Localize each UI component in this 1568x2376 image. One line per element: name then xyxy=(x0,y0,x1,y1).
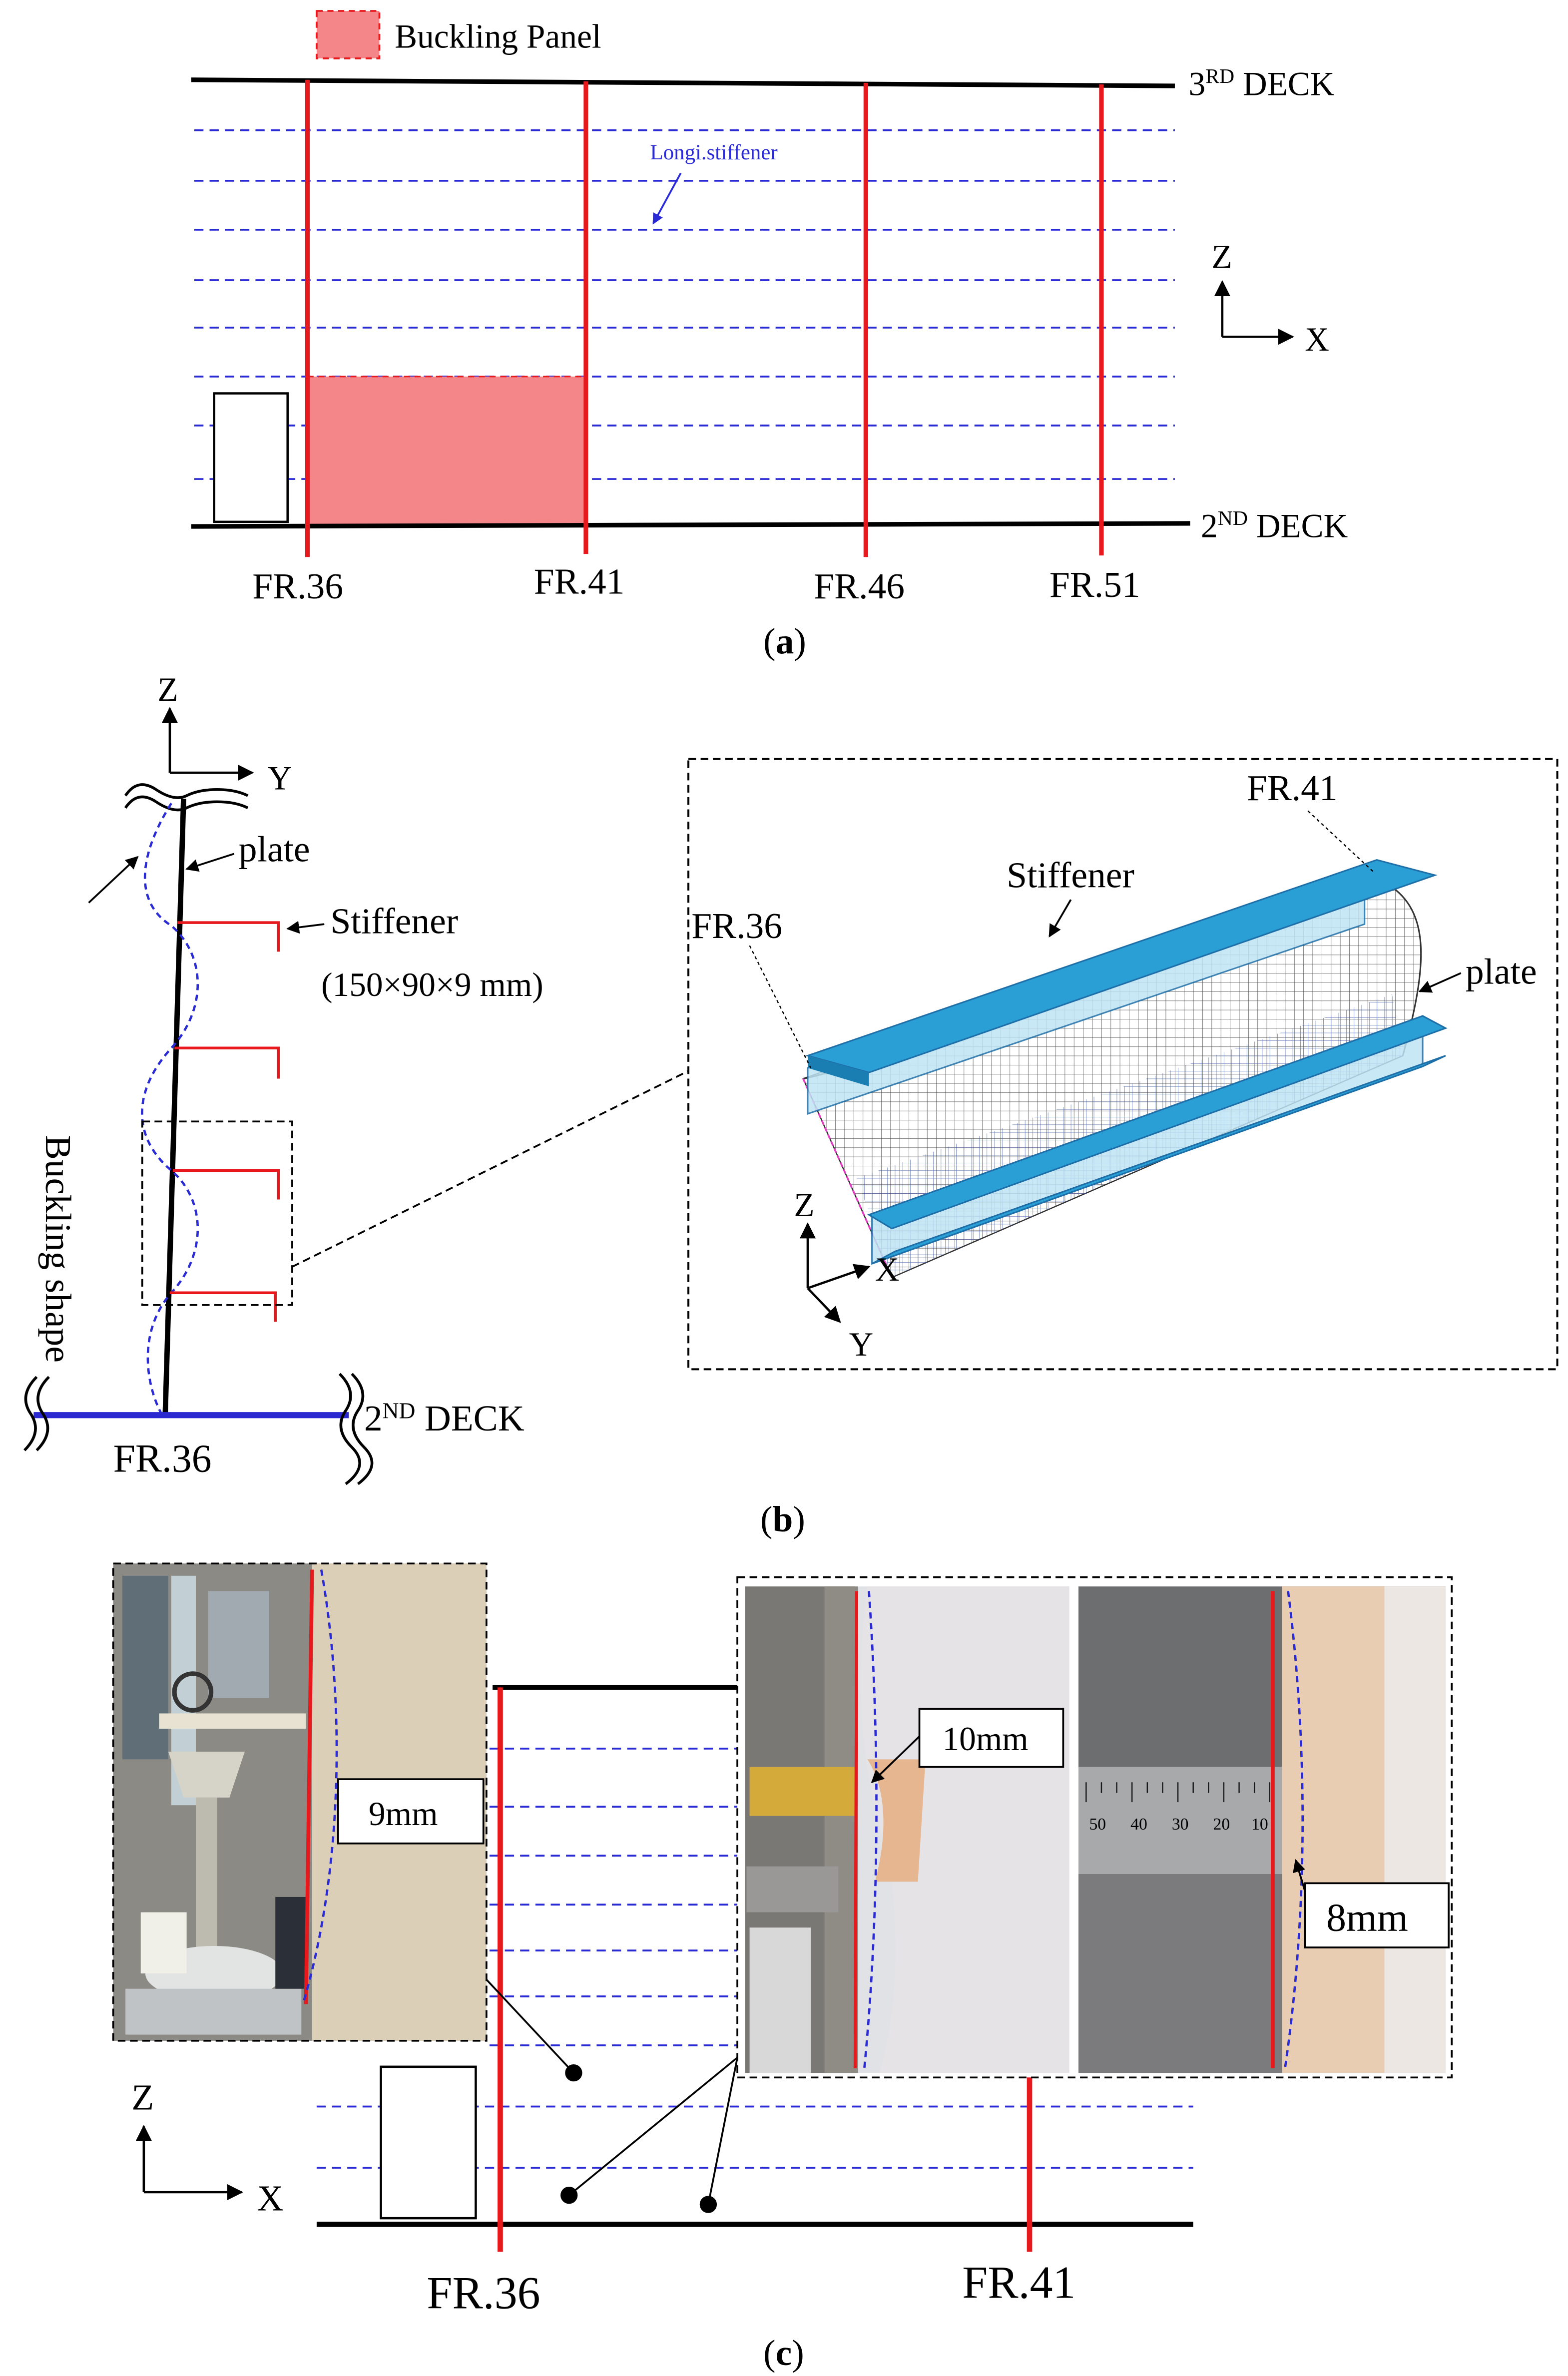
frame-label-c-41: FR.41 xyxy=(962,2257,1075,2308)
inset-axis-y: Y xyxy=(849,1326,874,1363)
opening-rect xyxy=(213,392,289,523)
break-mark-top xyxy=(124,783,249,799)
third-deck-label: 3RD DECK xyxy=(1189,65,1335,102)
panel-a: Buckling Panel 3RD DECK 2ND DECK xyxy=(191,10,1348,661)
opening-rect-c xyxy=(380,2065,477,2220)
buckling-shape xyxy=(141,803,199,1416)
frame-label-a-51: FR.51 xyxy=(1049,564,1140,605)
stiffener-bottom-3d xyxy=(867,1015,1448,1265)
legend-label: Buckling Panel xyxy=(395,17,601,55)
frame-label-c-36: FR.36 xyxy=(427,2268,540,2319)
stiffener-leader-b xyxy=(286,921,325,934)
ruler-ticks xyxy=(1085,1782,1271,1803)
inset-axis-x: X xyxy=(875,1251,900,1288)
panel-b: Z Y plate Stiffener (150×90×9 mm xyxy=(23,671,1559,1539)
measure-label-2: 10mm xyxy=(942,1720,1028,1758)
frame-label-b: FR.36 xyxy=(113,1437,212,1481)
zoom-leader xyxy=(292,1070,689,1268)
frame-label-a-41: FR.41 xyxy=(534,561,625,602)
ruler-mark-20: 20 xyxy=(1213,1815,1230,1834)
caption-c: (c) xyxy=(763,2333,804,2373)
break-mark-right xyxy=(338,1373,361,1485)
legend-swatch xyxy=(316,10,381,59)
second-deck-label: 2ND DECK xyxy=(1201,507,1348,544)
longitudinal-stiffeners xyxy=(194,129,1175,480)
inset-plate-label: plate xyxy=(1466,951,1537,992)
location-pointers xyxy=(486,1979,738,2213)
stiffener-leader-a xyxy=(652,172,682,225)
stiffener-top-3d xyxy=(805,859,1438,1115)
inset-fr36: FR.36 xyxy=(691,906,782,946)
stiffeners-b xyxy=(169,921,280,1322)
axis-b: Z Y xyxy=(157,671,292,797)
buckling-panel xyxy=(307,376,587,527)
caption-b: (b) xyxy=(760,1499,805,1539)
measure-box-2 xyxy=(918,1708,1064,1768)
caption-a: (a) xyxy=(763,621,806,661)
axis-z-c: Z xyxy=(131,2077,154,2118)
inset-frame xyxy=(687,758,1559,1371)
break-mark-left xyxy=(23,1376,38,1451)
frames-a xyxy=(305,79,1104,557)
second-deck-line xyxy=(191,521,1190,529)
photo-2 xyxy=(745,1586,1069,2073)
plate-label-b: plate xyxy=(239,829,310,870)
measure-box-3 xyxy=(1304,1882,1450,1948)
buckling-shape-label: Buckling shape xyxy=(38,1135,78,1363)
ruler-mark-40: 40 xyxy=(1130,1815,1147,1834)
plate-line xyxy=(162,798,186,1416)
measure-label-3: 8mm xyxy=(1326,1896,1408,1939)
ruler-mark-50: 50 xyxy=(1089,1815,1106,1834)
axis-x-a: X xyxy=(1305,321,1329,358)
axis-z-a: Z xyxy=(1211,238,1232,275)
inset-axes: Z X Y xyxy=(794,1186,899,1363)
second-deck-label-b: 2ND DECK xyxy=(364,1398,524,1438)
axis-y-b: Y xyxy=(268,760,292,797)
axis-a: Z X xyxy=(1211,238,1329,358)
inset-stiffener-label: Stiffener xyxy=(1007,855,1134,896)
measure-box-1 xyxy=(337,1778,485,1845)
axis-z-b: Z xyxy=(157,671,178,708)
inset-axis-z: Z xyxy=(794,1186,814,1224)
photo-3: 50 40 30 20 10 xyxy=(1078,1586,1446,2073)
frame-label-a-36: FR.36 xyxy=(252,566,343,606)
axis-c: Z X xyxy=(131,2077,283,2219)
third-deck-line xyxy=(191,77,1175,88)
measure-label-1: 9mm xyxy=(369,1795,438,1833)
axis-x-c: X xyxy=(257,2178,283,2219)
fe-model-inset: FR.36 FR.41 Stiffener plate Z X Y xyxy=(687,758,1559,1371)
plate-leader-b xyxy=(185,853,235,872)
panel-c: 9mm 10mm xyxy=(112,1562,1453,2373)
stiffener-label-b: Stiffener xyxy=(330,901,458,942)
ruler-mark-30: 30 xyxy=(1172,1815,1189,1834)
buckling-leader xyxy=(88,856,139,904)
frame-label-a-46: FR.46 xyxy=(814,566,905,606)
stiffener-label-a: Longi.stiffener xyxy=(650,141,778,164)
stiffener-dims-b: (150×90×9 mm) xyxy=(321,966,543,1003)
zoom-box xyxy=(141,1120,293,1306)
ruler-mark-10: 10 xyxy=(1251,1815,1268,1834)
inset-fr41: FR.41 xyxy=(1247,768,1338,808)
photo-group-frame xyxy=(736,1576,1453,2079)
